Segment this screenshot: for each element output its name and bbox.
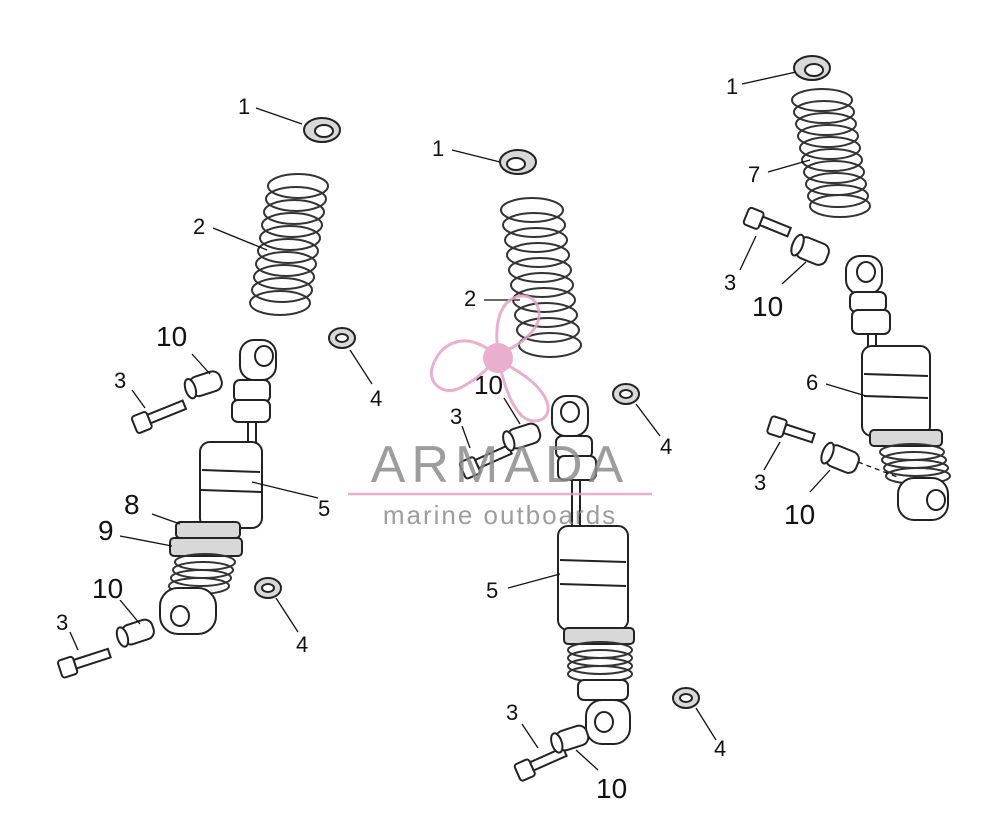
callout-10: 10: [752, 291, 783, 322]
shock-body-part: [199, 441, 263, 529]
callout-7: 7: [748, 162, 760, 187]
watermark-brand: ARMADA: [371, 436, 629, 494]
callout-3: 3: [114, 368, 126, 393]
shock-body-part: [861, 345, 931, 437]
right-assembly: 1 7 3 10 6 3 10: [724, 55, 951, 530]
watermark-tagline: marine outboards: [383, 500, 617, 530]
callout-1: 1: [432, 136, 444, 161]
armada-watermark: ARMADA marine outboards: [348, 294, 652, 530]
callout-1: 1: [726, 74, 738, 99]
callout-10: 10: [596, 773, 627, 804]
middle-assembly: 1 2 10 3 4 5 3 10 4: [432, 136, 726, 804]
callout-3: 3: [56, 610, 68, 635]
callout-1: 1: [238, 94, 250, 119]
callout-8: 8: [124, 489, 140, 520]
callout-3: 3: [450, 404, 462, 429]
callout-5: 5: [486, 578, 498, 603]
callout-6: 6: [806, 370, 818, 395]
callout-3: 3: [754, 470, 766, 495]
spring-part: [500, 197, 582, 358]
callout-5: 5: [318, 496, 330, 521]
callout-9: 9: [98, 515, 114, 546]
callout-10: 10: [156, 321, 187, 352]
spring-part: [249, 173, 329, 316]
callout-10: 10: [784, 499, 815, 530]
callout-4: 4: [296, 632, 308, 657]
spring-part: [791, 88, 871, 218]
left-assembly: 1 2 10 3 4 8 9 5 10 3 4: [56, 94, 382, 679]
callout-4: 4: [714, 736, 726, 761]
propeller-logo-icon: [429, 294, 550, 423]
callout-4: 4: [370, 386, 382, 411]
callout-2: 2: [464, 286, 476, 311]
callout-3: 3: [506, 700, 518, 725]
callout-2: 2: [193, 214, 205, 239]
callout-10: 10: [92, 573, 123, 604]
shock-body-part: [557, 525, 629, 631]
callout-3: 3: [724, 270, 736, 295]
callout-4: 4: [660, 434, 672, 459]
